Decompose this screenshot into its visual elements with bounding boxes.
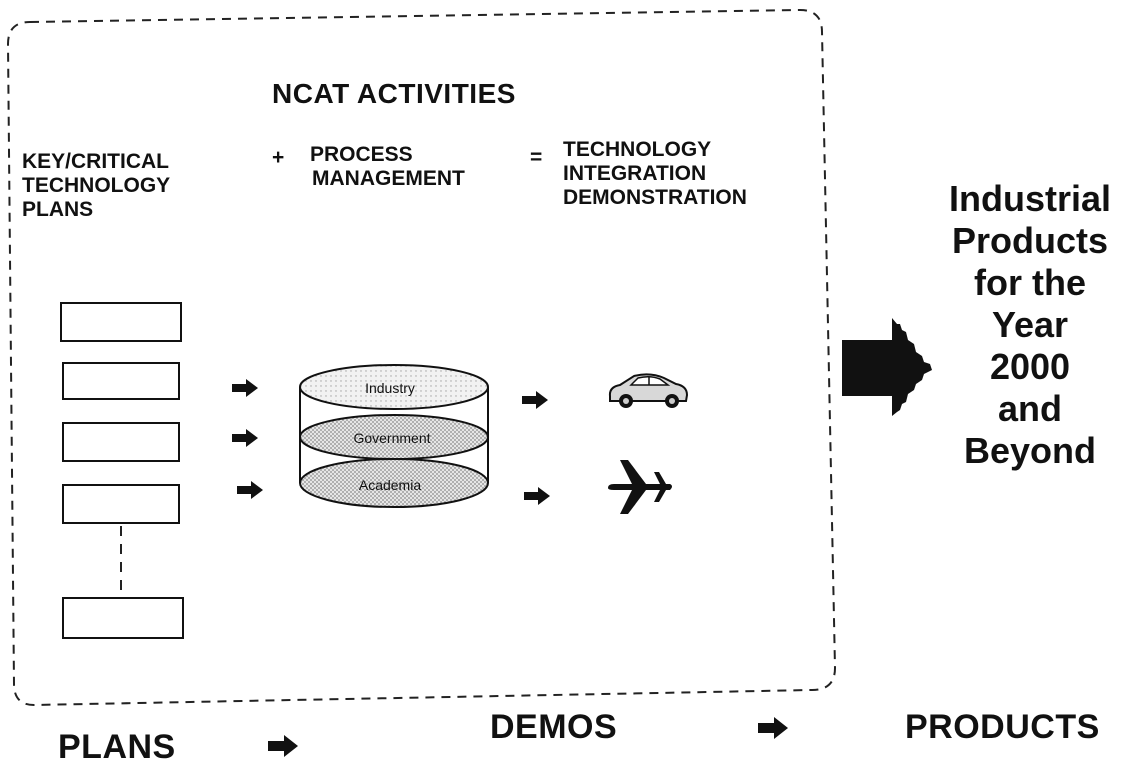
- plan-box: [62, 422, 180, 462]
- arrow-right-icon: [758, 717, 788, 739]
- industry-layer: [299, 364, 489, 410]
- plan-box: [62, 484, 180, 524]
- output-line: and: [997, 388, 1062, 429]
- arrow-right-icon: [522, 391, 548, 409]
- products-label: PRODUCTS: [905, 708, 1100, 746]
- plan-box: [60, 302, 182, 342]
- arrow-right-icon: [524, 487, 550, 505]
- plans-label: PLANS: [58, 728, 176, 766]
- heading-line: KEY/CRITICAL: [22, 150, 169, 173]
- plus-operator: +: [272, 146, 285, 169]
- output-line: Year: [991, 304, 1069, 345]
- equals-operator: =: [530, 146, 543, 169]
- car-icon: [608, 373, 689, 408]
- heading-line: TECHNOLOGY: [563, 138, 712, 161]
- arrow-right-icon: [232, 379, 258, 397]
- heading-line: DEMONSTRATION: [563, 186, 747, 209]
- heading-line: PROCESS: [310, 143, 413, 166]
- output-line: Industrial: [948, 178, 1112, 219]
- government-label: Government: [353, 430, 430, 446]
- arrow-right-icon: [268, 735, 298, 757]
- output-line: 2000: [989, 346, 1071, 387]
- output-line: Beyond: [963, 430, 1096, 471]
- heading-line: INTEGRATION: [563, 162, 707, 185]
- plan-connector-dashed-line: [120, 526, 122, 596]
- diagram-title: NCAT ACTIVITIES: [272, 78, 516, 109]
- technology-integration-demonstration-heading: TECHNOLOGY INTEGRATION DEMONSTRATION: [563, 138, 747, 210]
- heading-line: PLANS: [22, 198, 94, 221]
- arrow-right-icon: [232, 429, 258, 447]
- industrial-products-text: Industrial Products for the Year 2000 an…: [925, 178, 1135, 472]
- heading-line: TECHNOLOGY: [22, 174, 171, 197]
- key-critical-technology-plans-heading: KEY/CRITICAL TECHNOLOGY PLANS: [22, 150, 170, 222]
- academia-label: Academia: [359, 477, 421, 493]
- plan-box: [62, 362, 180, 400]
- airplane-icon: [608, 460, 672, 514]
- demos-label: DEMOS: [490, 708, 618, 746]
- process-management-heading: PROCESS MANAGEMENT: [310, 143, 465, 191]
- academia-layer: [299, 458, 489, 508]
- process-management-cylinder: Industry Government Academia: [299, 364, 489, 508]
- arrow-right-icon: [237, 481, 263, 499]
- output-line: for the: [974, 262, 1086, 303]
- heading-line: MANAGEMENT: [312, 167, 465, 190]
- output-line: Products: [951, 220, 1109, 261]
- large-arrow-icon: [842, 318, 932, 416]
- plan-box: [62, 597, 184, 639]
- industry-label: Industry: [365, 380, 415, 396]
